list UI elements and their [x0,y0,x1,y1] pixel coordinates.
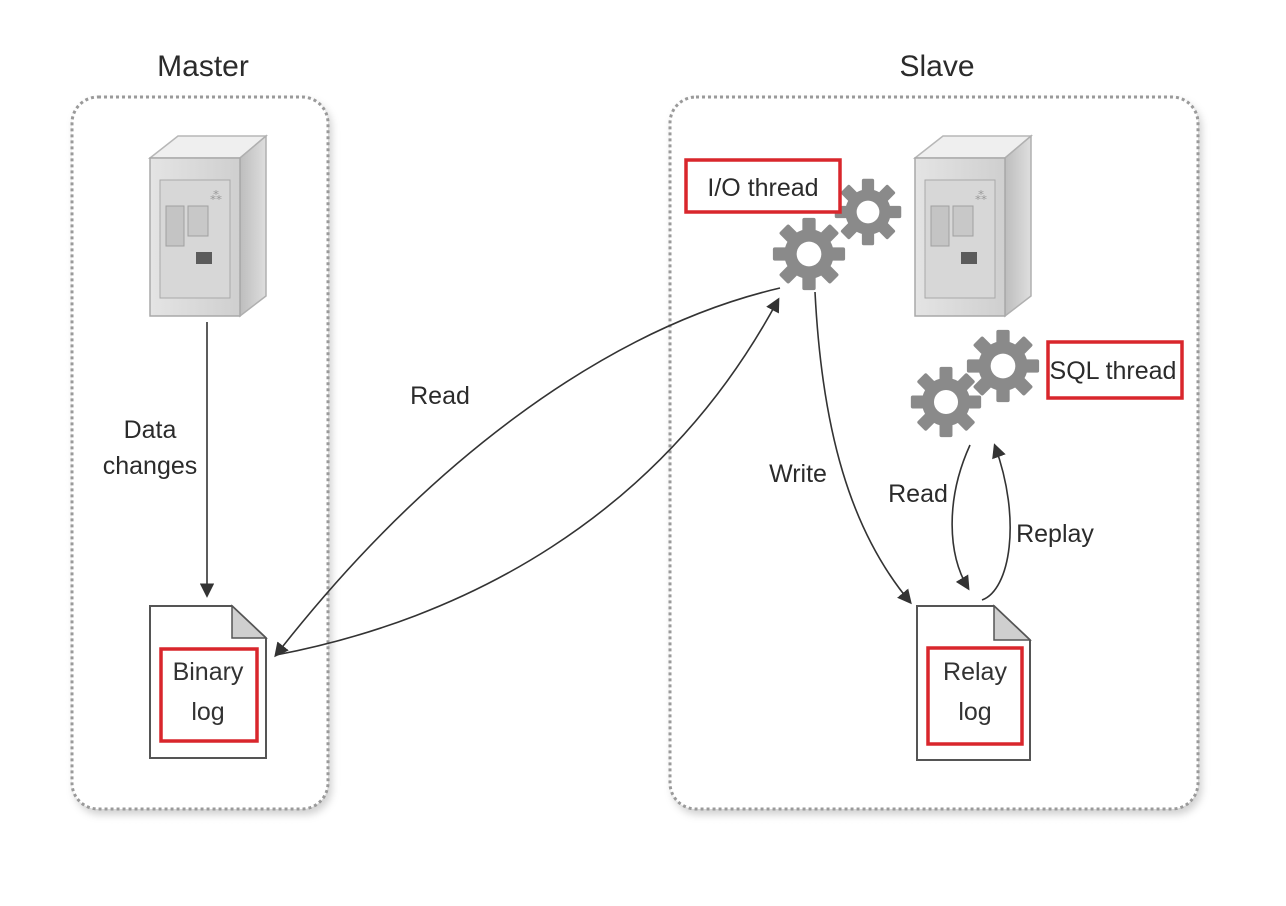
relay-log-document-icon [916,604,1032,761]
write-arrow [814,291,912,605]
relay-log-highlight [926,646,1024,746]
binary-log-highlight [159,647,259,743]
sql-read-arrow [951,444,971,591]
write-label: Write [769,460,827,488]
io-thread-gear-small-icon [834,178,902,246]
master-title: Master [157,50,249,83]
sql-thread-gear-small-icon [966,329,1040,403]
slave-server-icon [914,135,1032,317]
sql-thread-label: SQL thread [1050,357,1177,385]
binary-log-label-line2: log [191,698,224,726]
read-response-arrow [275,297,780,656]
io-thread-label: I/O thread [707,174,818,202]
relay-log-label-line1: Relay [943,658,1007,686]
slave-title: Slave [899,50,974,83]
replay-arrow [981,443,1011,601]
io-thread-highlight [684,158,842,214]
sql-thread-gear-icon [910,366,982,438]
sql-thread-highlight [1046,340,1184,400]
replay-label: Replay [1016,520,1094,548]
relay-log-label-line2: log [958,698,991,726]
io-thread-gear-icon [772,217,846,291]
data-changes-label-line2: changes [103,452,198,480]
binary-log-label-line1: Binary [173,658,244,686]
sql-read-label: Read [888,480,948,508]
read-master-label: Read [410,382,470,410]
master-server-icon [149,135,267,317]
binary-log-document-icon [149,604,268,759]
data-changes-label-line1: Data [124,416,177,444]
read-request-arrow [274,287,781,658]
